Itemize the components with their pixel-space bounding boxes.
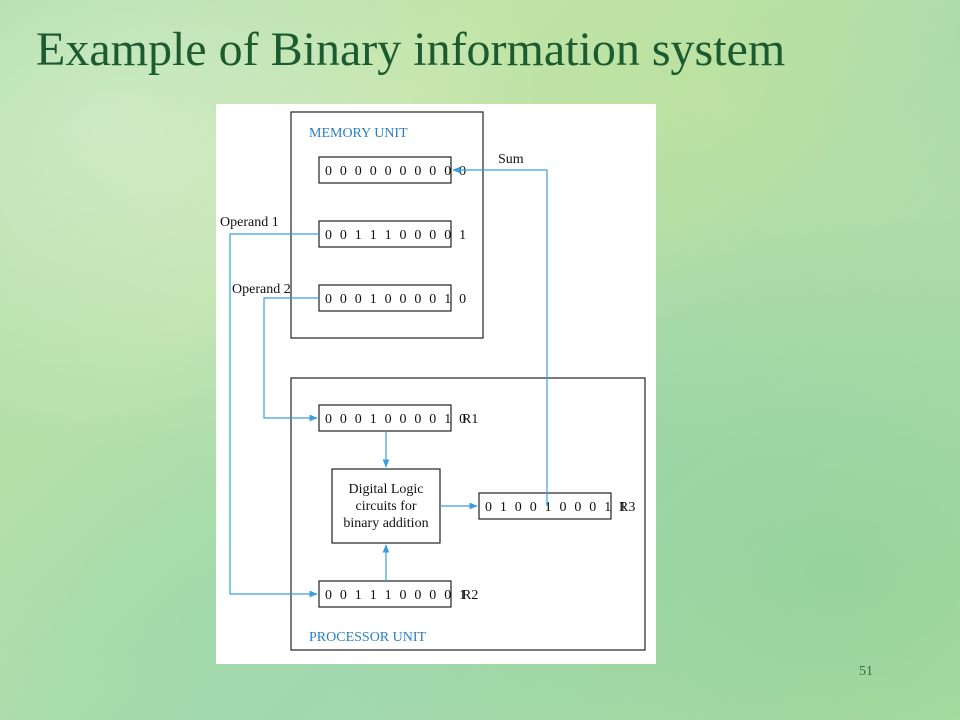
memory-unit-label: MEMORY UNIT: [309, 126, 408, 141]
operand1-wire-label: Operand 1: [220, 215, 279, 230]
operand2-wire-label: Operand 2: [232, 282, 291, 297]
register-r3-value: 0 1 0 0 1 0 0 0 1 1: [485, 500, 628, 515]
operand1-wire: [229, 233, 319, 598]
register-r3-name: R3: [619, 500, 635, 515]
logic-block-line1: Digital Logic: [348, 482, 423, 497]
register-r1-value: 0 0 0 1 0 0 0 0 1 0: [325, 412, 468, 427]
memory-word-sum-value: 0 0 0 0 0 0 0 0 0 0: [325, 164, 468, 179]
memory-unit-box: [290, 111, 484, 339]
register-r1-box: [318, 404, 452, 432]
operand2-wire: [263, 297, 319, 422]
binary-system-diagram: MEMORY UNIT 0 0 0 0 0 0 0 0 0 0 0 0 1 1 …: [216, 104, 656, 664]
logic-block-line2: circuits for: [355, 499, 416, 514]
logic-block-line3: binary addition: [343, 516, 428, 531]
register-r3-box: [478, 492, 612, 520]
page-number: 51: [859, 664, 873, 679]
processor-unit-label: PROCESSOR UNIT: [309, 630, 427, 645]
register-r1-name: R1: [462, 412, 478, 427]
sum-wire-label: Sum: [498, 152, 524, 167]
processor-unit-box: [290, 377, 646, 651]
sum-wire: [452, 166, 548, 506]
diagram-canvas: MEMORY UNIT 0 0 0 0 0 0 0 0 0 0 0 0 1 1 …: [220, 111, 646, 651]
register-r2-box: [318, 580, 452, 608]
register-r2-name: R2: [462, 588, 478, 603]
memory-word-operand1-value: 0 0 1 1 1 0 0 0 0 1: [325, 228, 468, 243]
register-r2-value: 0 0 1 1 1 0 0 0 0 1: [325, 588, 468, 603]
memory-word-sum: [318, 156, 452, 184]
slide-title: Example of Binary information system: [36, 23, 786, 76]
memory-word-operand2-value: 0 0 0 1 0 0 0 0 1 0: [325, 292, 468, 307]
